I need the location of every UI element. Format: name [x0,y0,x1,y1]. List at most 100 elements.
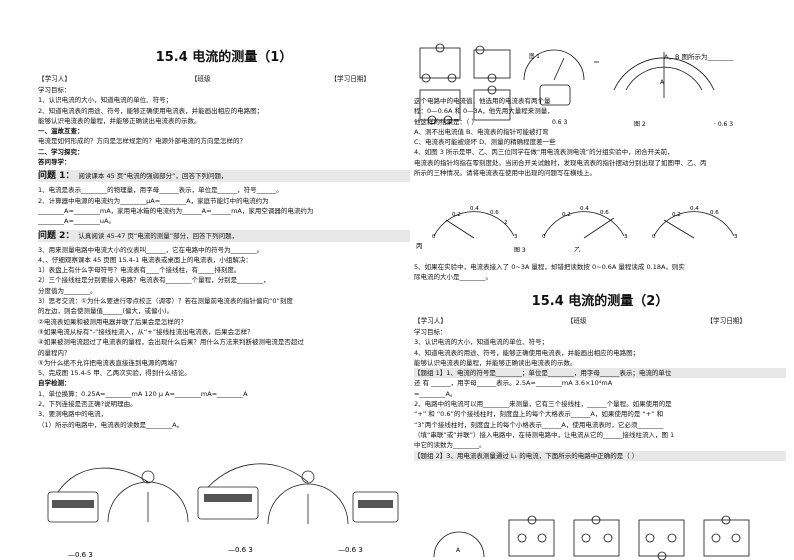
ammeter-apparatus-figures: —0.6 3 —0.6 3 —0.6 3 [47,463,399,559]
text-line: 3、用来测量电路中电流大小的仪表叫______，它在电路中的符号为_______… [38,245,264,254]
dial-tick: 0.4 [470,206,479,212]
meta-learner: 【学习人】 [414,317,447,325]
text-line: “3”两个接线柱时，刻度盘上的每个小格表示______A，使用电流表时，它必须_… [414,420,664,429]
dial-tick: 3 [734,234,738,240]
dial-tick: 0 [432,234,436,240]
section-heading: 一、温故互查： [38,127,84,136]
scale-label: · 0.6 3 [714,121,733,128]
dial-tick: 0 [542,234,546,240]
meta-date: 【学习日期】 [706,317,746,325]
text-line: 电流是如何形成的？方向是怎样规定的？电源外部电流的方向是怎样的？ [38,137,246,146]
question-1-bar: 问题 1：阅读课本 45 页“电流的强弱部分”，回答下列问题， [38,170,410,183]
question-2-bar: 问题 2：认真阅读 45-47 页“电流的测量”部分，回答下列问题， [38,229,410,242]
objectives: 学习目标： 1、认识电流的大小，知道电流的单位、符号； 2、知道电流表的用途、符… [38,85,410,167]
text-line: 4、、仔细观察课本 45 页图 15.4-1 电流表或桌面上的电流表，小组解决： [38,255,252,264]
text-line: 5、如果在实验中，电流表接入了 0~3A 量程，却错把读数按 0~0.6A 量程… [414,263,685,271]
text-line: 4、知道电流表的用途、符号，能够正确使用电流表，并能画出相应的电路图； [414,348,640,357]
lesson-2: 15.4 电流的测量（2） 【学习人】 【班级 【学习日期】 学习目标： 3、认… [414,290,786,461]
page-title-2: 15.4 电流的测量（2） [531,294,669,309]
page-title-1: 15.4 电流的测量（1） [155,50,293,65]
text-line: ⑤为什么绝不允许把电流表直接连到电源的两端？ [38,358,181,367]
text-line: 所示的三种情况。请将电流表在使用中出现的问题写在横线上。 [414,169,596,178]
text-line: A、测不出电流值 B、电流表的指针可能被打弯 [414,127,549,136]
ammeter-dials-figure: 0 0.2 0.4 0.6 2 3 0 0.2 0.4 0.6 3 0 0.2 … [416,206,738,252]
text-line: 际电流的大小是________。 [414,273,492,282]
dial-tick: 0.4 [580,206,589,212]
text-line: 能够认识电流表的量程，并能够正确读出电流表的示数。 [414,358,577,367]
text-line: 这个电路中的电流值，他选用的电流表有两个量 [414,97,551,105]
question-1-body: 1、电流是表示________的物理量，用字母______表示，单位是_____… [38,185,410,226]
dial-tick: 0.2 [562,212,571,218]
group-2-heading: 【题组 2】3、用电流表测量通过 L₁ 的电流，下面所示的电路中正确的是（ ） [414,450,786,461]
fig-label-bing: 丙 [416,242,423,250]
question-3-block: 这个电路中的电流值，他选用的电流表有两个量 程：0—0.6A 和 0—3A，他先… [414,96,786,178]
text-line: A，B 图所示为________ [664,53,734,61]
text-line: 的量程内？ [38,348,71,357]
dial-tick: 0.6 [490,210,499,216]
text-line: 1、电流是表示________的物理量，用字母______表示，单位是_____… [38,186,283,195]
text-line: 还 有 ______，用字母______表示。2.5A=________mA 3… [414,379,613,388]
text-line: 3、认识电流的大小，知道电流的单位、符号； [414,338,549,347]
header-meta-2: 【学习人】 【班级 【学习日期】 [414,315,786,325]
text-line: 3）思考交流：①为什么要进行零点校正（调零）？若在测量前电流表的指针偏向“0”刻… [38,297,293,306]
dial-tick: 0 [652,234,656,240]
text-line: 5、完成图 15.4-5 甲、乙两次实验，得到什么结论。 [38,369,191,378]
dial-tick: 0.4 [690,206,699,212]
scale-label: —0.6 3 [228,546,253,554]
unit-label: A [660,79,665,86]
text-line: ④如果被测电流超过了电流表的量程，会出现什么后果？用什么方法来判断被测电流是否超… [38,338,304,347]
fig-label: 图 3 [514,247,526,252]
text-line: 的左边，则会使测量值______(偏大，或偏小)。 [38,307,174,316]
dial-tick: 3 [514,234,518,240]
dial-tick: 0.2 [672,212,681,218]
section-heading: 自学检测： [38,379,71,388]
text-line: 能够认识电流表的量程，并能够正确读出电流表的示数。 [38,116,201,125]
meta-class: 【班级 [190,75,211,83]
dial-tick: 0.6 [710,210,719,216]
text-line: 2、计算器中电源的电流约为________μA=________A，家庭节能灯中… [38,196,269,205]
text-line: 2、知道电流表的用途、符号，能够正确使用电流表，并能画出相应的电路图； [38,106,264,115]
text-line: 2、电路中的电流可以用________来测量，它有三个接线柱，______个量程… [414,400,672,409]
left-page: 15.4 电流的测量（1） 【学习人】 【班级 【学习日期】 学习目标： 1、认… [38,0,410,560]
text-line: 学习目标： [38,86,71,94]
text-line: 电流表的指针均指在零刻度处。当闭合开关试触时，发现电流表的指针摆动分别出现了如图… [414,158,707,167]
section-heading: 二、学习探究： [38,147,84,156]
text-line: C、电流表可能被烧坏 D、测量的精确程度差一些 [414,138,556,147]
text-line: “+” 和 “0.6”的个接线柱时，刻度盘上的每个大格表示______A，如果使… [414,410,664,419]
dial-tick: 0.2 [452,212,461,218]
text-line: =________A。 [414,389,457,398]
dial-tick: 2 [504,220,508,226]
text-line: ②电流表如果和被测用电器并联了后果会是怎样的？ [38,317,187,326]
text-line: 1）表盘上有什么字母符号？电流表有____个接线柱，有_____排刻度。 [38,266,241,275]
dial-tick: 3 [624,234,628,240]
section-heading: 答问导学： [38,158,71,167]
text-line: 2、下列连接是否正确?说明理由。 [38,400,137,409]
text-line: 学习目标： [414,328,447,336]
scale-label: —0.6 3 [338,546,363,554]
text-line: 他这样的结果是：（ ） [414,117,478,126]
group-1-heading: 【题组 1】1、电流的符号是________；单位是________，用字母__… [414,368,786,379]
text-line: （填“串联”或“并联”）接入电路中，在待测电路中，让电流从它的______接线柱… [414,430,675,439]
meta-date: 【学习日期】 [330,75,370,83]
text-line: ________A=________mA，家用电冰箱的电流约为______A=_… [38,206,314,215]
text-line: 中它的读数为________。 [414,441,486,450]
circuit-options-figure: A [433,515,750,560]
text-line: ③如果电流从标有“-”接线柱流入，从“+”接线柱流出电流表，后果会怎样？ [38,327,254,336]
meta-class: 【班级 [566,317,587,325]
text-line: 2）三个接线柱是分别要接入电路？电流表有________个量程，分别是_____… [38,276,270,285]
fig-label: 图 1 [529,52,540,60]
scale-label: 0.6 3 [552,119,567,126]
fig-label: 图 2 [634,121,646,128]
dial-tick: 0.6 [600,210,609,216]
circuit-figures-top: 图 1 图 2 0.6 3 · 0.6 3 A [419,43,733,128]
question-2-body: 3、用来测量电路中电流大小的仪表叫______，它在电路中的符号为_______… [38,245,410,430]
question-5-block: 5、如果在实验中，电流表接入了 0~3A 量程，却错把读数按 0~0.6A 量程… [414,262,786,283]
text-line: 1、单位换算：0.25A=________mA 120 μ A=________… [38,389,248,398]
right-page: 图 1 图 2 0.6 3 · 0.6 3 A A，B 图所示为________… [414,0,786,560]
text-line: 1、认识电流的大小，知道电流的单位、符号； [38,96,173,105]
header-meta: 【学习人】 【班级 【学习日期】 [38,73,410,83]
text-line: 3、要测电路中的电流， [38,410,108,419]
meta-learner: 【学习人】 [38,75,71,83]
unit-label: A [456,547,461,554]
text-line: 分度值为________。 [38,286,97,295]
